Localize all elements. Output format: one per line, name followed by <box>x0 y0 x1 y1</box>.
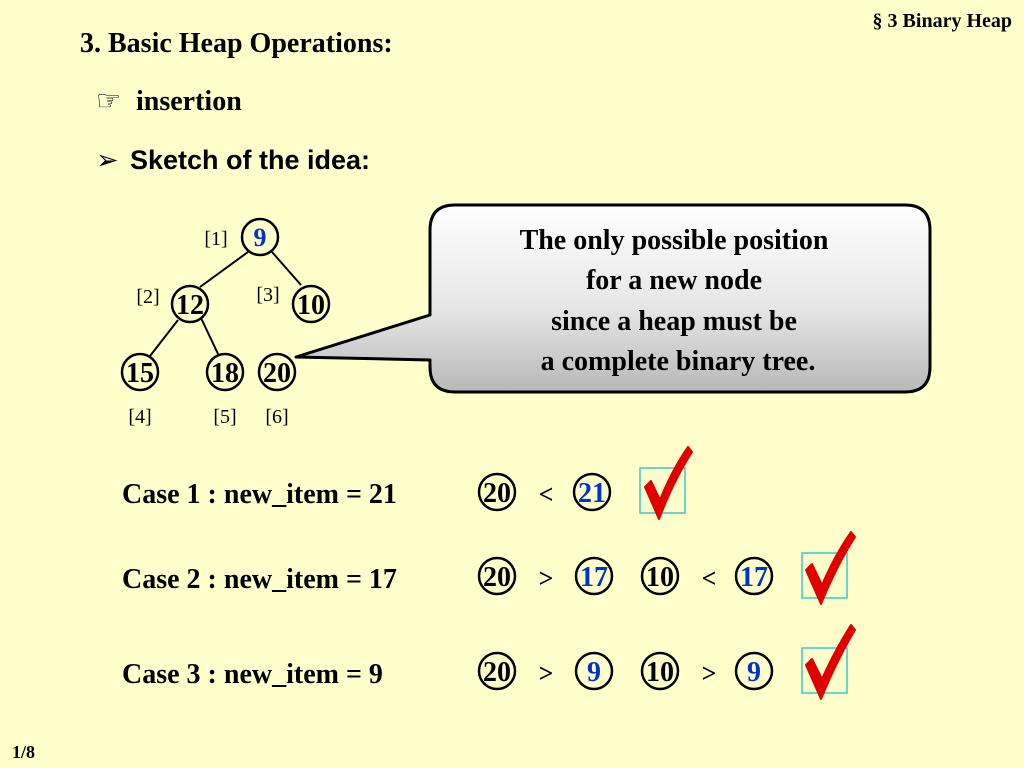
callout-line-4: a complete binary tree. <box>541 346 816 377</box>
callout-line-3: since a heap must be <box>551 306 797 337</box>
node-index: [6] <box>265 406 288 428</box>
edge-1-2 <box>199 251 249 288</box>
tree-node-3: 10 [3] <box>256 284 331 324</box>
compare-new-item-value: 9 <box>747 657 761 688</box>
checkmark-icon <box>805 624 856 700</box>
node-value: 20 <box>263 358 291 389</box>
edge-1-3 <box>271 251 302 286</box>
tree-node-5: 18 [5] <box>205 352 245 428</box>
compare-new-item-value: 21 <box>578 478 606 509</box>
page-number: 1/8 <box>12 742 36 762</box>
node-value: 15 <box>126 358 154 389</box>
case-1-check <box>639 446 693 520</box>
node-index: [2] <box>136 286 159 308</box>
case-2-label: Case 2 : new_item = 17 <box>122 564 397 595</box>
node-index: [5] <box>213 406 236 428</box>
bullet-text: insertion <box>136 86 242 117</box>
compare-left-value: 20 <box>483 478 511 509</box>
tree-node-1: 9 [1] <box>204 217 280 257</box>
node-value: 9 <box>254 223 267 252</box>
checkmark-icon <box>805 531 856 605</box>
bullet-insertion: insertion <box>96 84 242 118</box>
edge-2-5 <box>200 317 220 357</box>
node-value: 10 <box>297 290 325 321</box>
compare-new-item-value: 17 <box>740 562 768 593</box>
subbullet-sketch: Sketch of the idea: <box>96 145 370 176</box>
tree-node-6: 20 [6] <box>257 352 297 428</box>
checkmark-icon <box>644 446 693 520</box>
section-header: § 3 Binary Heap <box>872 10 1012 32</box>
node-value: 18 <box>211 358 239 389</box>
compare-operator: > <box>539 564 554 593</box>
node-index: [4] <box>128 406 151 428</box>
compare-new-item-value: 9 <box>587 657 601 688</box>
compare-new-item-value: 17 <box>580 562 608 593</box>
tree-edges <box>149 251 302 357</box>
case-3-check <box>801 624 856 700</box>
compare-operator: < <box>539 480 554 509</box>
compare-operator: < <box>702 564 717 593</box>
edge-2-4 <box>149 319 179 357</box>
compare-operator: > <box>539 659 554 688</box>
case-3-comparisons: 20 > 9 10 > 9 <box>477 651 774 691</box>
tree-node-2: 12 [2] <box>136 284 210 324</box>
case-2-check <box>801 531 856 605</box>
compare-left-value: 20 <box>483 657 511 688</box>
subbullet-text: Sketch of the idea: <box>130 145 371 175</box>
node-index: [1] <box>204 228 227 250</box>
callout-bubble: The only possible position for a new nod… <box>294 203 932 394</box>
heap-tree: 9 [1] 12 [2] 10 [3] 15 [4] 18 [5] 20 [6] <box>120 217 331 428</box>
node-index: [3] <box>256 284 279 306</box>
compare-operator: > <box>702 659 717 688</box>
compare-left-value: 10 <box>646 562 674 593</box>
compare-left-value: 10 <box>646 657 674 688</box>
compare-left-value: 20 <box>483 562 511 593</box>
slide-title: 3. Basic Heap Operations: <box>80 28 393 59</box>
callout-line-1: The only possible position <box>520 225 829 256</box>
case-3-label: Case 3 : new_item = 9 <box>122 659 383 690</box>
tree-node-4: 15 [4] <box>120 352 160 428</box>
case-1-label: Case 1 : new_item = 21 <box>122 479 397 510</box>
checkbox-icon <box>639 467 686 514</box>
case-1-comparisons: 20 < 21 <box>477 472 612 512</box>
case-2-comparisons: 20 > 17 10 < 17 <box>477 556 774 596</box>
node-value: 12 <box>176 290 204 321</box>
callout-line-2: for a new node <box>586 265 762 296</box>
